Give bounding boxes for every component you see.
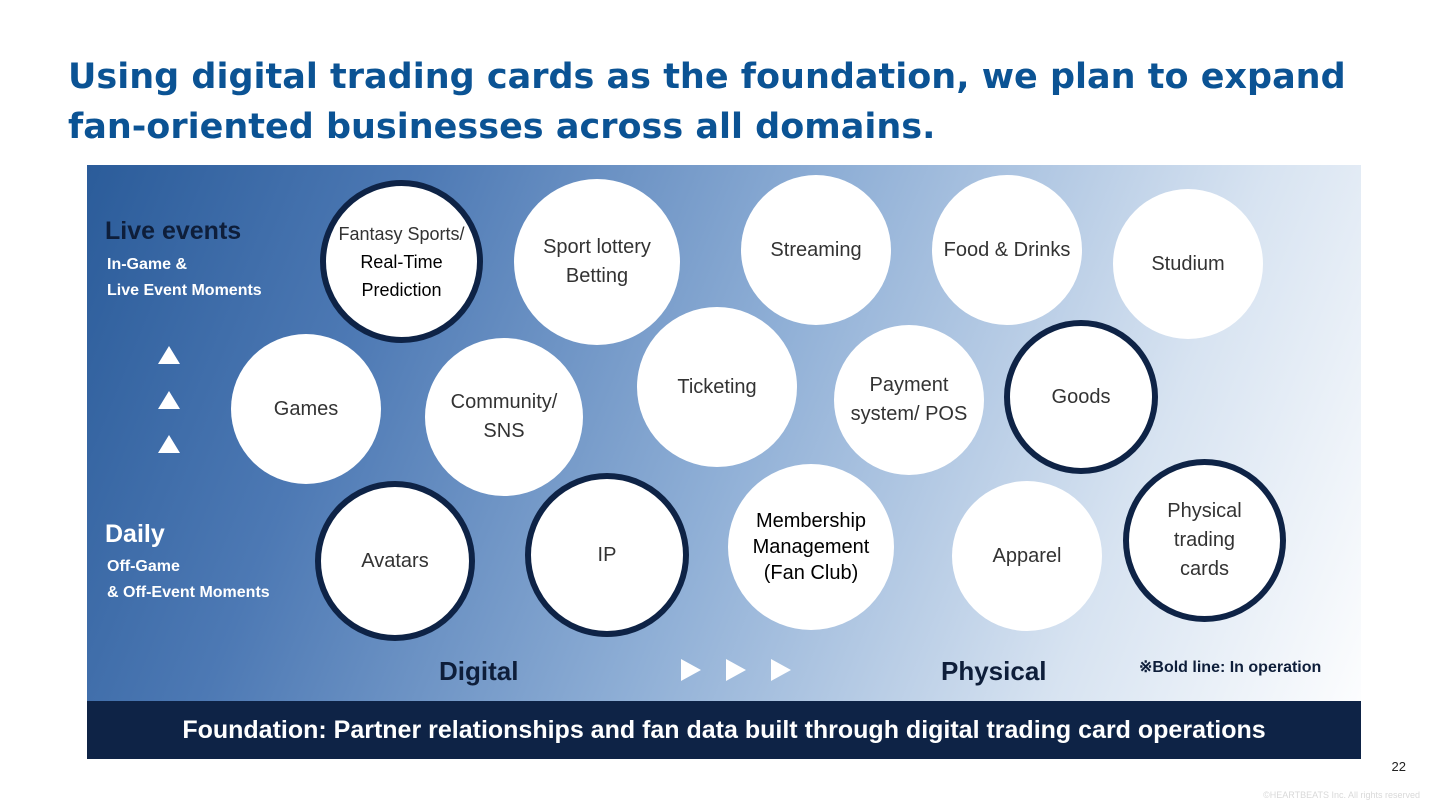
circle-community-sns: Community/ SNS — [425, 338, 583, 496]
right-arrow-icon — [681, 659, 701, 681]
live-events-subtext: In-Game & Live Event Moments — [107, 256, 262, 299]
circle-payment-system: Payment system/ POS — [834, 325, 984, 475]
circle-games: Games — [231, 334, 381, 484]
right-arrow-icon — [726, 659, 746, 681]
circle-label: Fantasy Sports/ — [338, 223, 465, 244]
circle-avatars: Avatars — [315, 481, 475, 641]
title-line-1: Using digital trading cards as the found… — [68, 57, 1346, 97]
circle-label: Studium — [1151, 252, 1225, 275]
up-arrow-icon — [158, 391, 180, 409]
up-arrow-icon — [158, 346, 180, 364]
circle-food-drinks: Food & Drinks — [932, 175, 1082, 325]
live-events-heading: Live events — [105, 217, 242, 245]
circle-label: Physical trading cards — [1167, 500, 1242, 580]
circle-label: Real-Time Prediction — [360, 251, 443, 300]
circle-fantasy-sports: Fantasy Sports/ Real-Time Prediction — [320, 180, 483, 343]
circle-sport-lottery: Sport lottery Betting — [514, 179, 680, 345]
circle-ip: IP — [525, 473, 689, 637]
circle-label: Food & Drinks — [943, 238, 1071, 261]
foundation-banner: Foundation: Partner relationships and fa… — [87, 701, 1361, 759]
circle-physical-trading-cards: Physical trading cards — [1123, 459, 1286, 622]
circle-label: Community/ SNS — [450, 391, 558, 442]
circle-label: Membership Management (Fan Club) — [752, 510, 870, 584]
slide-title: Using digital trading cards as the found… — [68, 52, 1368, 152]
daily-heading: Daily — [105, 520, 165, 548]
circle-streaming: Streaming — [741, 175, 891, 325]
circle-label: IP — [597, 543, 617, 566]
axis-label-digital: Digital — [439, 656, 519, 686]
circle-label: Sport lottery Betting — [543, 236, 651, 287]
up-arrow-icon — [158, 435, 180, 453]
copyright-text: ©HEARTBEATS Inc. All rights reserved — [1263, 790, 1420, 800]
title-line-2: fan-oriented businesses across all domai… — [68, 107, 936, 147]
circle-label: Payment system/ POS — [850, 374, 968, 425]
circle-studium: Studium — [1113, 189, 1263, 339]
circle-label: Games — [273, 397, 339, 420]
axis-label-physical: Physical — [941, 656, 1047, 686]
circle-label: Ticketing — [677, 375, 757, 398]
circle-label: Streaming — [770, 238, 862, 261]
page-number: 22 — [1391, 759, 1406, 774]
circle-label: Apparel — [992, 544, 1062, 567]
circle-apparel: Apparel — [952, 481, 1102, 631]
daily-subtext: Off-Game & Off-Event Moments — [107, 558, 270, 601]
legend-note: ※Bold line: In operation — [1139, 659, 1322, 676]
circle-membership-management: Membership Management (Fan Club) — [728, 464, 894, 630]
circle-goods: Goods — [1004, 320, 1158, 474]
foundation-text: Foundation: Partner relationships and fa… — [182, 715, 1266, 744]
circle-ticketing: Ticketing — [637, 307, 797, 467]
circle-label: Goods — [1051, 385, 1111, 408]
circle-label: Avatars — [361, 549, 429, 572]
right-arrow-icon — [771, 659, 791, 681]
business-domain-diagram: Live events In-Game & Live Event Moments… — [87, 165, 1361, 759]
